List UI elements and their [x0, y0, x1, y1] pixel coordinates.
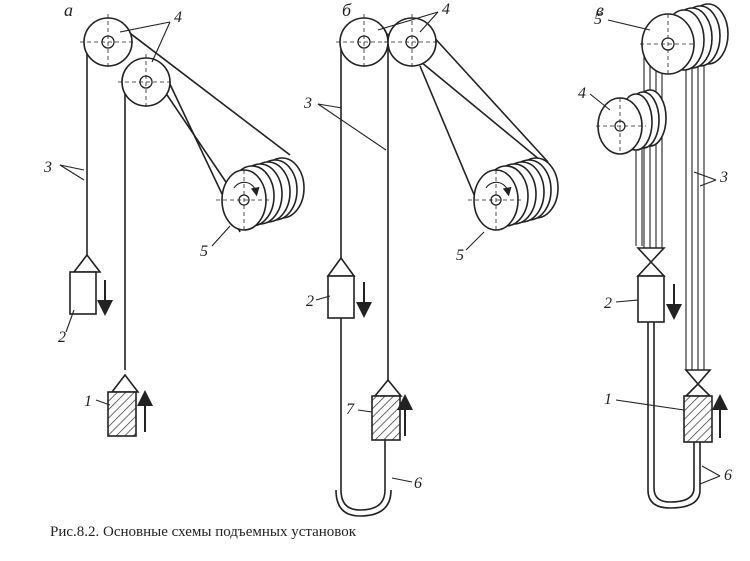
label-a-1: 1 [84, 393, 92, 410]
label-c-6: 6 [724, 467, 732, 484]
pulley-a-lower [118, 54, 174, 110]
label-a-3: 3 [43, 159, 52, 176]
panel-c-letter: в [596, 0, 604, 20]
label-b-7: 7 [346, 401, 355, 418]
label-b-6: 6 [414, 475, 422, 492]
panel-a-letter: а [64, 0, 73, 20]
label-b-2: 2 [306, 293, 314, 310]
drum-c-lower [596, 89, 667, 155]
skip-a-1 [107, 373, 153, 437]
skip-c-2 [636, 247, 682, 323]
panel-c: в [578, 0, 732, 509]
label-c-1: 1 [604, 391, 612, 408]
skip-a-2 [69, 253, 113, 316]
label-b-5: 5 [456, 247, 464, 264]
pulley-b-left [336, 14, 392, 70]
panel-a: а [43, 0, 305, 437]
label-c-3: 3 [719, 169, 728, 186]
label-a-2: 2 [58, 329, 66, 346]
label-c-2: 2 [604, 295, 612, 312]
pulley-a-upper [80, 14, 136, 70]
skip-c-1 [683, 369, 728, 443]
panel-b: б [303, 0, 559, 517]
pulley-b-right [384, 14, 440, 70]
label-a-4: 4 [174, 9, 182, 26]
label-c-4: 4 [578, 85, 586, 102]
drum-b [468, 157, 559, 231]
label-b-3: 3 [303, 95, 312, 112]
panel-b-letter: б [342, 0, 352, 20]
drum-c-upper [640, 3, 729, 75]
label-b-4: 4 [442, 1, 450, 18]
figure-caption: Рис.8.2. Основные схемы подъемных устано… [50, 524, 357, 540]
label-c-5: 5 [594, 11, 602, 28]
drum-a [216, 157, 305, 231]
skip-b-7 [371, 378, 413, 441]
label-a-5: 5 [200, 243, 208, 260]
skip-b-2 [326, 256, 372, 319]
